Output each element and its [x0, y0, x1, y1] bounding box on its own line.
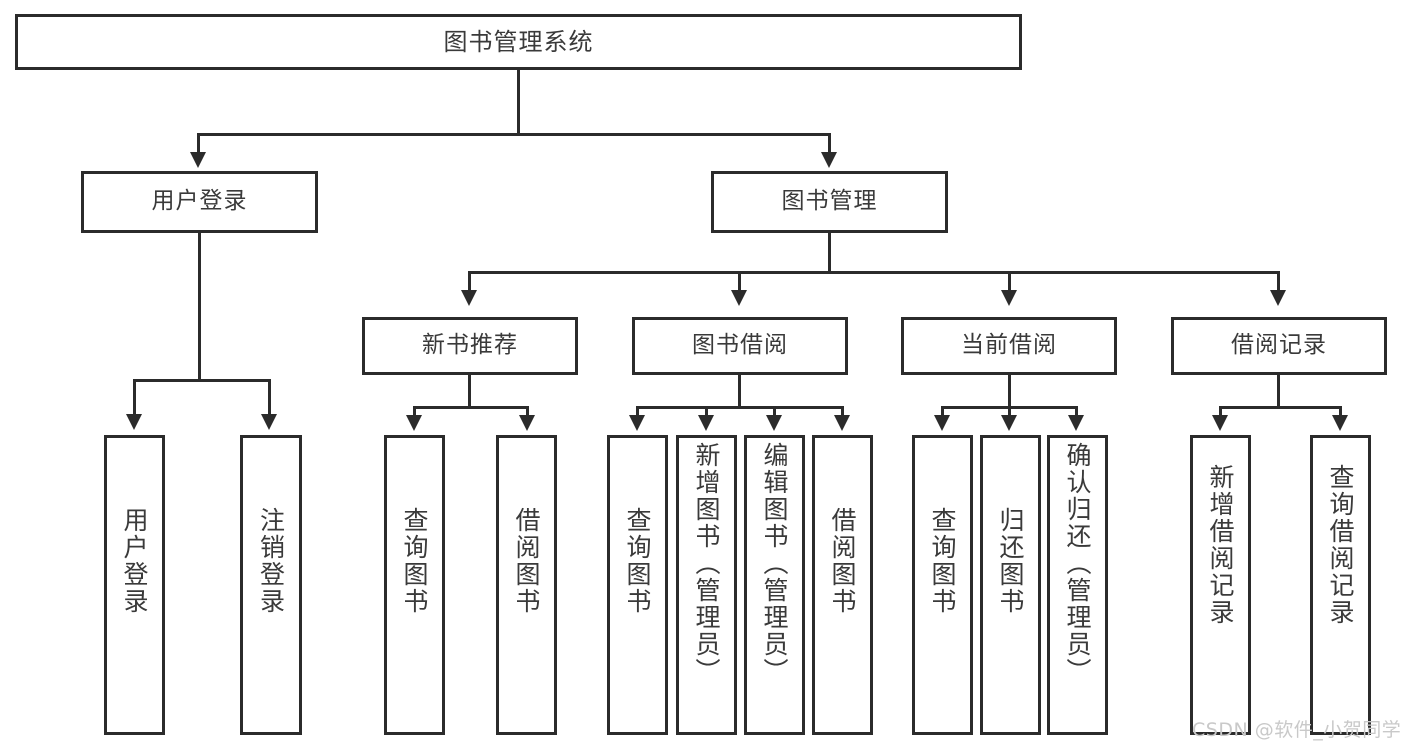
arrow-cb-to-leaf1: [934, 415, 950, 431]
leaf-new-book-query-book[interactable]: 查询图书: [384, 435, 445, 735]
leaf-new-book-borrow-book[interactable]: 借阅图书: [496, 435, 557, 735]
node-new-book-recommend[interactable]: 新书推荐: [362, 317, 578, 375]
leaf-label: 新增图书（管理员）: [692, 442, 721, 685]
arrow-bb-to-leaf1: [629, 415, 645, 431]
leaf-book-borrow-borrow-book[interactable]: 借阅图书: [812, 435, 873, 735]
leaf-book-borrow-add-book-admin[interactable]: 新增图书（管理员）: [676, 435, 737, 735]
node-label: 借阅记录: [1231, 332, 1327, 359]
leaf-label: 查询图书: [928, 507, 957, 615]
node-label: 用户登录: [151, 188, 248, 215]
leaf-book-borrow-query-book[interactable]: 查询图书: [607, 435, 668, 735]
csdn-watermark: CSDN @软件_小贺同学: [1192, 719, 1402, 741]
arrow-bm-to-current-borrow: [1001, 290, 1017, 306]
leaf-label: 查询借阅记录: [1326, 464, 1355, 626]
connector-user-login-to-leaf2: [268, 379, 271, 417]
connector-book-management-stem: [828, 233, 831, 273]
arrow-root-to-book-management: [821, 152, 837, 168]
connector-bm-to-book-borrow: [738, 271, 741, 293]
connector-bb-to-leaf4: [841, 406, 844, 418]
connector-cb-to-leaf3: [1075, 406, 1078, 418]
leaf-label: 查询图书: [400, 507, 429, 615]
arrow-bm-to-book-borrow: [731, 290, 747, 306]
connector-root-to-book-management: [828, 133, 831, 155]
connector-user-login-to-leaf1: [133, 379, 136, 417]
connector-borrow-record-bus: [1219, 406, 1342, 409]
arrow-bb-to-leaf2: [698, 415, 714, 431]
leaf-current-borrow-confirm-return-admin[interactable]: 确认归还（管理员）: [1047, 435, 1108, 735]
arrow-nb-to-leaf1: [406, 415, 422, 431]
connector-book-borrow-bus: [636, 406, 844, 409]
connector-root-to-user-login: [197, 133, 200, 155]
arrow-nb-to-leaf2: [519, 415, 535, 431]
connector-cb-to-leaf2: [1008, 406, 1011, 418]
leaf-label: 查询图书: [623, 507, 652, 615]
node-label: 当前借阅: [961, 332, 1057, 359]
connector-bb-to-leaf1: [636, 406, 639, 418]
arrow-br-to-leaf2: [1332, 415, 1348, 431]
connector-br-to-leaf2: [1339, 406, 1342, 418]
leaf-borrow-record-query-record[interactable]: 查询借阅记录: [1310, 435, 1371, 735]
connector-bm-to-current-borrow: [1008, 271, 1011, 293]
leaf-label: 借阅图书: [512, 507, 541, 615]
leaf-label: 确认归还（管理员）: [1063, 442, 1092, 685]
connector-root-stem: [517, 70, 520, 135]
arrow-br-to-leaf1: [1212, 415, 1228, 431]
leaf-label: 用户登录: [120, 507, 149, 615]
leaf-borrow-record-add-record[interactable]: 新增借阅记录: [1190, 435, 1251, 735]
arrow-bm-to-new-book: [461, 290, 477, 306]
leaf-current-borrow-return-book[interactable]: 归还图书: [980, 435, 1041, 735]
arrow-bm-to-borrow-record: [1270, 290, 1286, 306]
leaf-label: 编辑图书（管理员）: [760, 442, 789, 685]
node-label: 新书推荐: [422, 332, 518, 359]
connector-bm-to-borrow-record: [1277, 271, 1280, 293]
connector-root-bus: [197, 133, 831, 136]
arrow-bb-to-leaf4: [834, 415, 850, 431]
arrow-user-login-to-leaf1: [126, 414, 142, 430]
arrow-user-login-to-leaf2: [261, 414, 277, 430]
leaf-label: 注销登录: [256, 507, 286, 615]
node-user-login[interactable]: 用户登录: [81, 171, 318, 233]
connector-new-book-stem: [468, 375, 471, 409]
node-label: 图书管理: [781, 188, 878, 215]
connector-bb-to-leaf2: [705, 406, 708, 418]
connector-borrow-record-stem: [1277, 375, 1280, 409]
node-root-book-management-system[interactable]: 图书管理系统: [15, 14, 1022, 70]
arrow-bb-to-leaf3: [766, 415, 782, 431]
connector-nb-to-leaf2: [526, 406, 529, 418]
connector-cb-to-leaf1: [941, 406, 944, 418]
leaf-label: 新增借阅记录: [1206, 464, 1235, 626]
connector-user-login-stem: [198, 233, 201, 382]
connector-book-management-bus: [468, 271, 1280, 274]
leaf-book-borrow-edit-book-admin[interactable]: 编辑图书（管理员）: [744, 435, 805, 735]
connector-nb-to-leaf1: [413, 406, 416, 418]
arrow-cb-to-leaf2: [1001, 415, 1017, 431]
connector-user-login-bus: [133, 379, 270, 382]
leaf-user-login-logout[interactable]: 注销登录: [240, 435, 302, 735]
leaf-label: 归还图书: [996, 507, 1025, 615]
connector-current-borrow-stem: [1008, 375, 1011, 409]
connector-book-borrow-stem: [738, 375, 741, 409]
connector-bm-to-new-book: [468, 271, 471, 293]
leaf-current-borrow-query-book[interactable]: 查询图书: [912, 435, 973, 735]
node-book-borrow[interactable]: 图书借阅: [632, 317, 848, 375]
leaf-label: 借阅图书: [828, 507, 857, 615]
connector-bb-to-leaf3: [773, 406, 776, 418]
connector-br-to-leaf1: [1219, 406, 1222, 418]
leaf-user-login-login[interactable]: 用户登录: [104, 435, 165, 735]
node-borrow-record[interactable]: 借阅记录: [1171, 317, 1387, 375]
node-current-borrow[interactable]: 当前借阅: [901, 317, 1117, 375]
node-label: 图书管理系统: [443, 27, 594, 56]
connector-new-book-bus: [413, 406, 529, 409]
node-book-management[interactable]: 图书管理: [711, 171, 948, 233]
arrow-root-to-user-login: [190, 152, 206, 168]
arrow-cb-to-leaf3: [1068, 415, 1084, 431]
node-label: 图书借阅: [692, 332, 788, 359]
